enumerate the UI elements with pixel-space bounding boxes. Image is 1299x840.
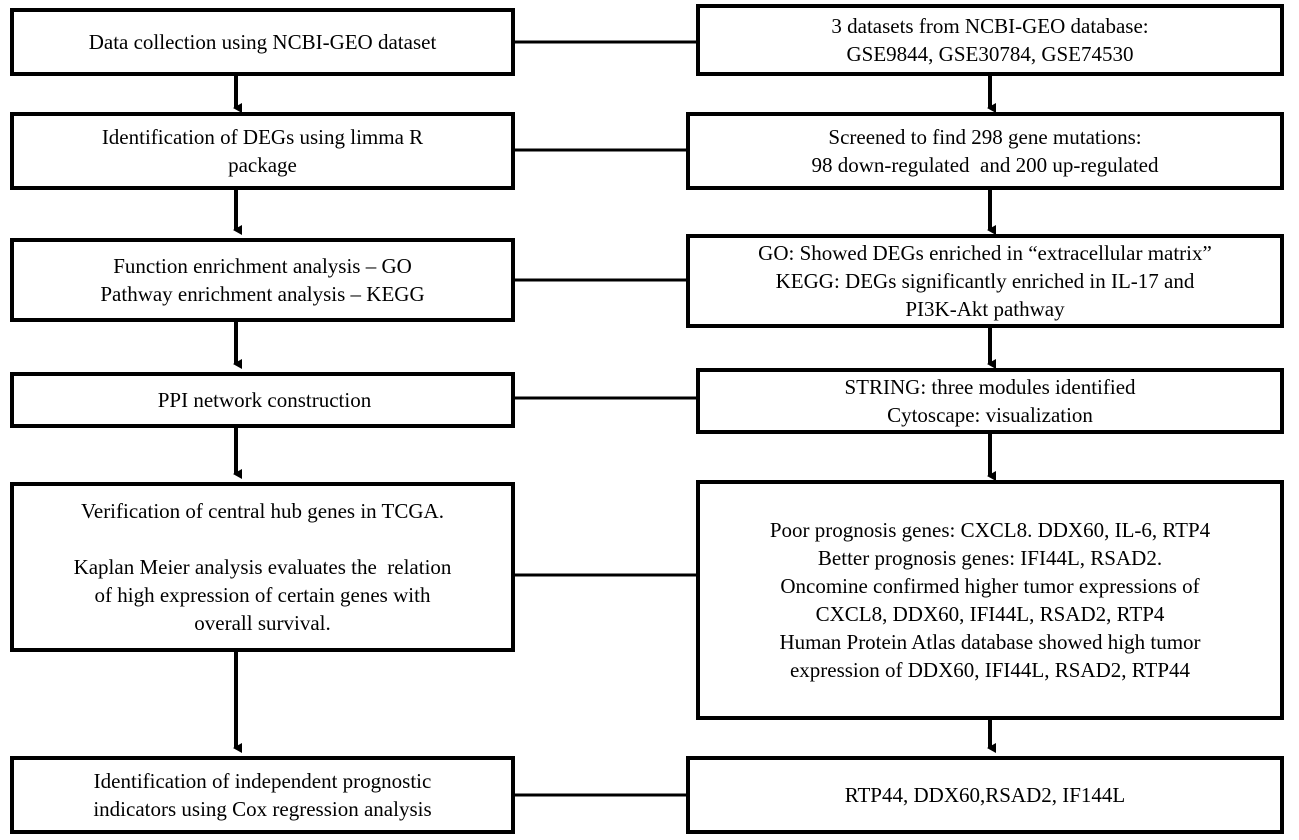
step-enrichment-line-1: Function enrichment analysis – GO	[113, 254, 412, 278]
step-verification-line-4: of high expression of certain genes with	[94, 583, 431, 607]
result-string-line-1: STRING: three modules identified	[844, 375, 1136, 399]
result-enrichment-line-3: PI3K-Akt pathway	[905, 297, 1065, 321]
result-indicators-line-1: RTP44, DDX60,RSAD2, IF144L	[844, 783, 1126, 807]
result-string-line-2: Cytoscape: visualization	[887, 403, 1093, 427]
step-cox: Identification of independent prognostic…	[10, 756, 515, 834]
step-deg-identification-line-1: Identification of DEGs using limma R	[101, 125, 424, 149]
step-enrichment-line-2: Pathway enrichment analysis – KEGG	[100, 282, 425, 306]
result-datasets: 3 datasets from NCBI-GEO database: GSE98…	[696, 4, 1284, 76]
result-prognosis-line-5: Human Protein Atlas database showed high…	[779, 630, 1201, 654]
result-enrichment-line-1: GO: Showed DEGs enriched in “extracellul…	[758, 241, 1212, 265]
result-mutations-line-1: Screened to find 298 gene mutations:	[828, 125, 1142, 149]
step-data-collection: Data collection using NCBI-GEO dataset	[10, 8, 515, 76]
result-prognosis-line-1: Poor prognosis genes: CXCL8. DDX60, IL-6…	[769, 518, 1211, 542]
step-verification-line-3: Kaplan Meier analysis evaluates the rela…	[73, 555, 452, 579]
step-ppi: PPI network construction	[10, 372, 515, 428]
step-cox-line-1: Identification of independent prognostic	[93, 769, 432, 793]
step-deg-identification-line-2: package	[228, 153, 297, 177]
result-datasets-line-1: 3 datasets from NCBI-GEO database:	[831, 14, 1149, 38]
step-verification: Verification of central hub genes in TCG…	[10, 482, 515, 652]
result-mutations: Screened to find 298 gene mutations: 98 …	[686, 112, 1284, 190]
result-prognosis-line-2: Better prognosis genes: IFI44L, RSAD2.	[817, 546, 1163, 570]
result-datasets-line-2: GSE9844, GSE30784, GSE74530	[846, 42, 1134, 66]
step-verification-line-5: overall survival.	[194, 611, 331, 635]
result-enrichment-line-2: KEGG: DEGs significantly enriched in IL-…	[775, 269, 1195, 293]
step-cox-line-2: indicators using Cox regression analysis	[93, 797, 432, 821]
step-deg-identification: Identification of DEGs using limma R pac…	[10, 112, 515, 190]
result-prognosis-line-6: expression of DDX60, IFI44L, RSAD2, RTP4…	[789, 658, 1191, 682]
step-ppi-line-1: PPI network construction	[157, 388, 372, 412]
step-enrichment: Function enrichment analysis – GO Pathwa…	[10, 238, 515, 322]
result-prognosis-line-3: Oncomine confirmed higher tumor expressi…	[780, 574, 1200, 598]
result-mutations-line-2: 98 down-regulated and 200 up-regulated	[811, 153, 1159, 177]
result-prognosis-line-4: CXCL8, DDX60, IFI44L, RSAD2, RTP4	[815, 602, 1165, 626]
result-enrichment: GO: Showed DEGs enriched in “extracellul…	[686, 234, 1284, 328]
result-indicators: RTP44, DDX60,RSAD2, IF144L	[686, 756, 1284, 834]
result-string: STRING: three modules identified Cytosca…	[696, 368, 1284, 434]
result-prognosis: Poor prognosis genes: CXCL8. DDX60, IL-6…	[696, 480, 1284, 720]
step-verification-line-1: Verification of central hub genes in TCG…	[81, 499, 444, 523]
step-data-collection-line-1: Data collection using NCBI-GEO dataset	[88, 30, 437, 54]
